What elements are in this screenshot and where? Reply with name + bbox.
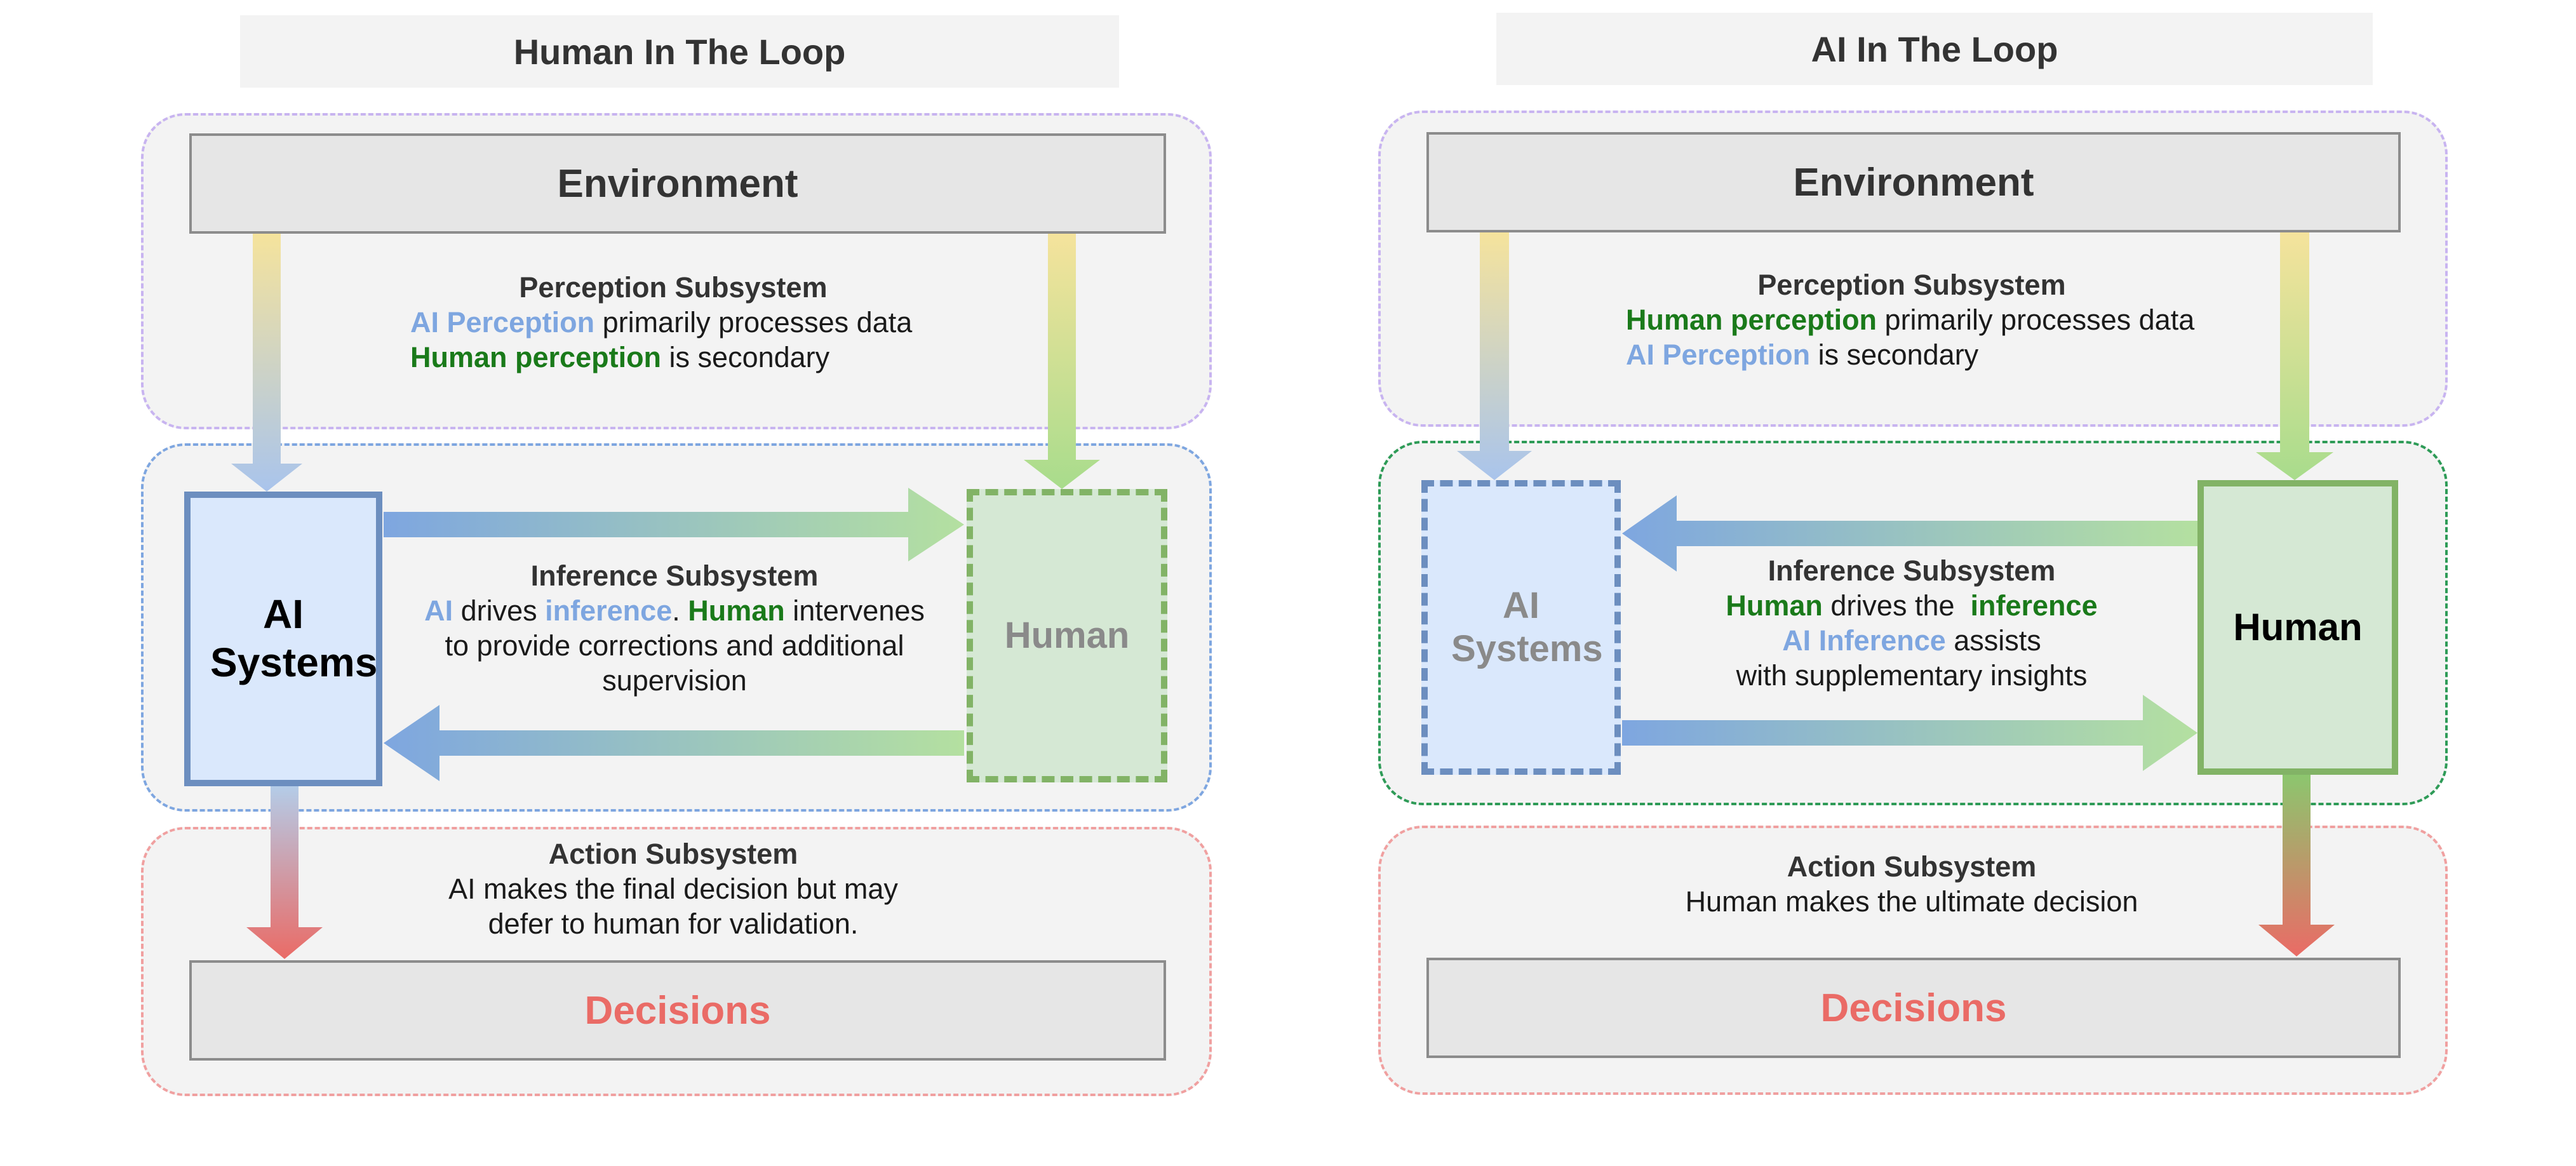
right-environment-box: Environment: [1426, 132, 2401, 232]
right-inference-drives-word: drives the: [1822, 589, 1971, 622]
left-inference-period: .: [672, 594, 688, 627]
left-perception-text: Perception Subsystem AI Perception prima…: [406, 271, 940, 375]
right-human-to-ai-arrow: [1622, 495, 2197, 572]
right-ai-systems-label: AI Systems: [1451, 584, 1603, 669]
left-action-line2: defer to human for validation.: [488, 907, 859, 940]
left-ai-systems-node: AI Systems: [184, 492, 382, 786]
left-inference-inference-word: inference: [545, 594, 673, 627]
left-human-label: Human: [1004, 614, 1130, 656]
left-inference-ai-word: AI: [424, 594, 453, 627]
right-human-node: Human: [2197, 480, 2398, 775]
right-action-heading: Action Subsystem: [1787, 850, 2037, 883]
right-human-label: Human: [2233, 605, 2363, 648]
right-ai-systems-node: AI Systems: [1421, 480, 1621, 775]
right-ai-to-human-arrow: [1622, 695, 2197, 771]
left-inference-line3: supervision: [602, 664, 747, 697]
left-perception-primary-label: AI Perception: [410, 305, 595, 338]
right-perception-primary-label: Human perception: [1626, 303, 1877, 336]
left-inference-drives-word: drives: [453, 594, 546, 627]
right-perception-secondary-label: AI Perception: [1626, 338, 1811, 371]
left-inference-text: Inference Subsystem AI drives inference.…: [395, 559, 954, 699]
left-perception-heading: Perception Subsystem: [519, 271, 828, 304]
right-perception-secondary-rest: is secondary: [1810, 338, 1979, 371]
left-action-line1: AI makes the final decision but may: [448, 872, 898, 905]
left-human-to-ai-arrow: [384, 705, 964, 781]
left-perception-primary-rest: primarily processes data: [594, 305, 913, 338]
left-inference-intervenes-word: intervenes: [784, 594, 925, 627]
right-inference-heading: Inference Subsystem: [1768, 554, 2056, 587]
left-action-heading: Action Subsystem: [548, 838, 798, 870]
right-action-line1: Human makes the ultimate decision: [1685, 885, 2138, 918]
right-inference-text: Inference Subsystem Human drives the inf…: [1639, 554, 2185, 694]
left-perception-secondary-rest: is secondary: [661, 340, 830, 373]
right-inference-ai-label: AI Inference: [1782, 624, 1946, 657]
right-inference-line3: with supplementary insights: [1736, 659, 2088, 692]
right-inference-human-word: Human: [1726, 589, 1823, 622]
left-human-node: Human: [967, 489, 1167, 782]
left-ai-systems-label: AI Systems: [210, 591, 378, 685]
left-perception-secondary-label: Human perception: [410, 340, 662, 373]
right-action-text: Action Subsystem Human makes the ultimat…: [1639, 850, 2185, 920]
left-inference-line2: to provide corrections and additional: [445, 629, 904, 662]
right-inference-inference-word: inference: [1970, 589, 2098, 622]
right-env-to-ai-arrow: [1457, 232, 1532, 480]
left-environment-box: Environment: [189, 133, 1166, 234]
right-env-to-human-arrow: [2256, 232, 2333, 480]
left-panel-title: Human In The Loop: [240, 15, 1119, 88]
left-action-text: Action Subsystem AI makes the final deci…: [406, 837, 940, 942]
left-env-to-ai-arrow: [231, 234, 302, 492]
right-inference-assists-word: assists: [1945, 624, 2041, 657]
left-ai-to-human-arrow: [384, 488, 964, 561]
left-inference-human-word: Human: [688, 594, 785, 627]
left-decisions-box: Decisions: [189, 960, 1166, 1061]
right-decisions-box: Decisions: [1426, 958, 2401, 1058]
left-ai-to-decisions-arrow: [246, 786, 323, 959]
right-human-to-decisions-arrow: [2258, 775, 2335, 956]
left-inference-heading: Inference Subsystem: [530, 560, 819, 592]
right-panel-title: AI In The Loop: [1496, 13, 2373, 85]
right-perception-text: Perception Subsystem Human perception pr…: [1626, 268, 2197, 373]
right-perception-primary-rest: primarily processes data: [1877, 303, 2195, 336]
left-env-to-human-arrow: [1024, 234, 1100, 489]
right-perception-heading: Perception Subsystem: [1757, 269, 2066, 301]
